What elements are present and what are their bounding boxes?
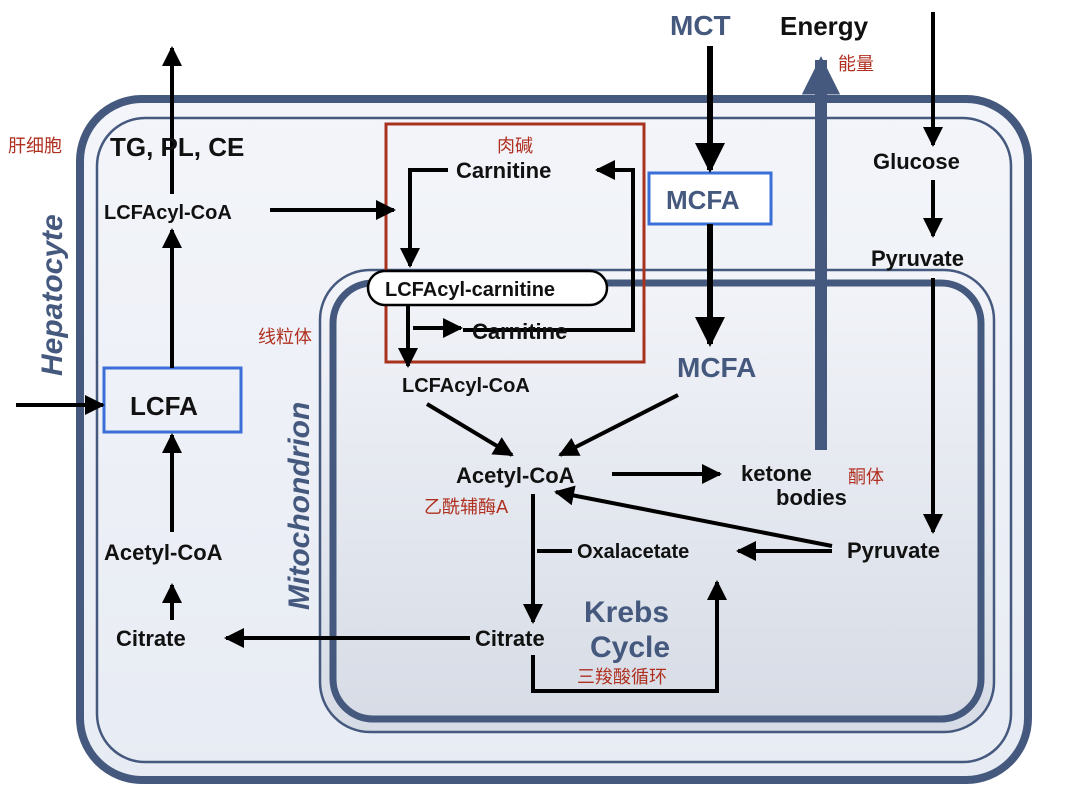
carnitine-inner: Carnitine (472, 319, 567, 344)
pathway-arrows (16, 12, 943, 693)
acetyl-coa-zh: 乙酰辅酶A (424, 497, 509, 518)
krebs-line2: Cycle (590, 631, 670, 664)
carnitine-shuttle-box (384, 122, 646, 364)
carnitine-outer: Carnitine (456, 158, 551, 183)
ketone-line2: bodies (776, 485, 847, 510)
ketone-zh: 酮体 (848, 467, 884, 488)
matrix-acetyl-coa: Acetyl-CoA (456, 463, 575, 488)
hepatocyte-label-zh: 肝细胞 (8, 136, 62, 157)
matrix-lcfacyl-coa: LCFAcyl-CoA (402, 375, 530, 397)
hepatocyte-label: Hepatocyte (36, 214, 69, 376)
cytosol-pyruvate: Pyruvate (871, 246, 964, 271)
krebs-line1: Krebs (584, 596, 669, 629)
lcfa-label: LCFA (130, 391, 198, 421)
mitochondrion-label-zh: 线粒体 (258, 327, 312, 348)
lipids-label: TG, PL, CE (110, 132, 244, 162)
cytosol-lcfacyl-coa: LCFAcyl-CoA (104, 202, 232, 224)
matrix-citrate: Citrate (475, 626, 545, 651)
cytosol-acetyl-coa: Acetyl-CoA (104, 540, 223, 565)
matrix-pyruvate: Pyruvate (847, 538, 940, 563)
cytosol-mcfa: MCFA (666, 185, 740, 215)
krebs-zh: 三羧酸循环 (577, 667, 667, 688)
lcfacyl-carnitine-pill (366, 269, 609, 307)
mitochondrion-label: Mitochondrion (283, 402, 316, 610)
carnitine-label-zh: 肉碱 (497, 136, 533, 157)
energy-label-zh: 能量 (838, 54, 874, 75)
cytosol-citrate: Citrate (116, 626, 186, 651)
energy-label: Energy (780, 11, 869, 41)
oxalacetate-label: Oxalacetate (577, 541, 689, 563)
lcfacyl-carnitine-label: LCFAcyl-carnitine (385, 279, 555, 301)
matrix-mcfa: MCFA (677, 352, 756, 383)
glucose-label: Glucose (873, 149, 960, 174)
mct-label: MCT (670, 10, 731, 41)
ketone-line1: ketone (741, 461, 812, 486)
